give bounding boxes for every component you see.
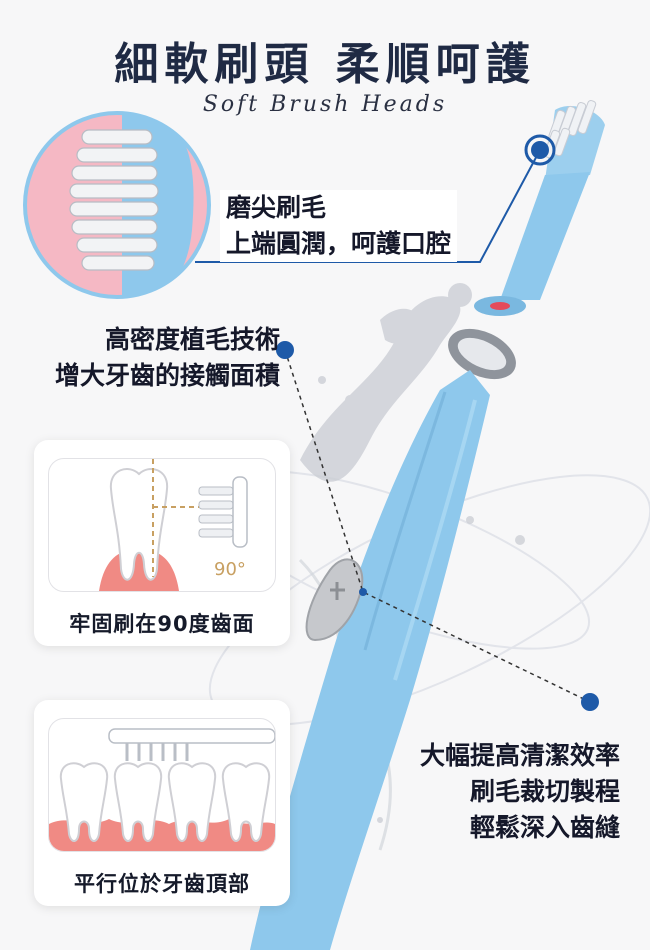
- angle-card-label: 牢固刷在90度齒面: [69, 612, 255, 636]
- brush-handle: [250, 370, 490, 950]
- parallel-card: 平行位於牙齒頂部: [34, 700, 290, 906]
- callout-line: 輕鬆深入齒縫: [469, 813, 620, 842]
- page-title: 細軟刷頭 柔順呵護: [114, 39, 536, 90]
- callout-bristle-tip: 磨尖刷毛 上端圓潤，呵護口腔: [220, 190, 458, 262]
- callout-line: 高密度植毛技術: [104, 325, 280, 354]
- callout-line: 上端圓潤，呵護口腔: [226, 229, 452, 258]
- callout-dot-cleaning: [581, 693, 599, 711]
- callout-dot-density: [276, 341, 294, 359]
- callout-line: 刷毛裁切製程: [469, 777, 620, 806]
- callout-line: 大幅提高清潔效率: [419, 741, 620, 770]
- callout-line: 磨尖刷毛: [226, 193, 327, 222]
- parallel-illustration: [48, 718, 276, 852]
- bristle-zoom-circle: [23, 111, 211, 299]
- callout-density: 高密度植毛技術 增大牙齒的接觸面積: [30, 322, 280, 394]
- page-subtitle: Soft Brush Heads: [202, 92, 448, 117]
- callout-cleaning: 大幅提高清潔效率 刷毛裁切製程 輕鬆深入齒縫: [410, 738, 620, 846]
- tooth-90-illustration: [99, 459, 248, 591]
- parallel-card-label: 平行位於牙齒頂部: [74, 872, 250, 896]
- angle-illustration: 90°: [48, 458, 276, 592]
- metal-ring: [448, 328, 516, 380]
- angle-text: 90°: [214, 559, 246, 580]
- angle-card: 90° 牢固刷在90度齒面: [34, 440, 290, 646]
- callout-dot-head: [531, 141, 549, 159]
- teeth-parallel-illustration: [49, 728, 275, 851]
- callout-line: 增大牙齒的接觸面積: [54, 361, 280, 390]
